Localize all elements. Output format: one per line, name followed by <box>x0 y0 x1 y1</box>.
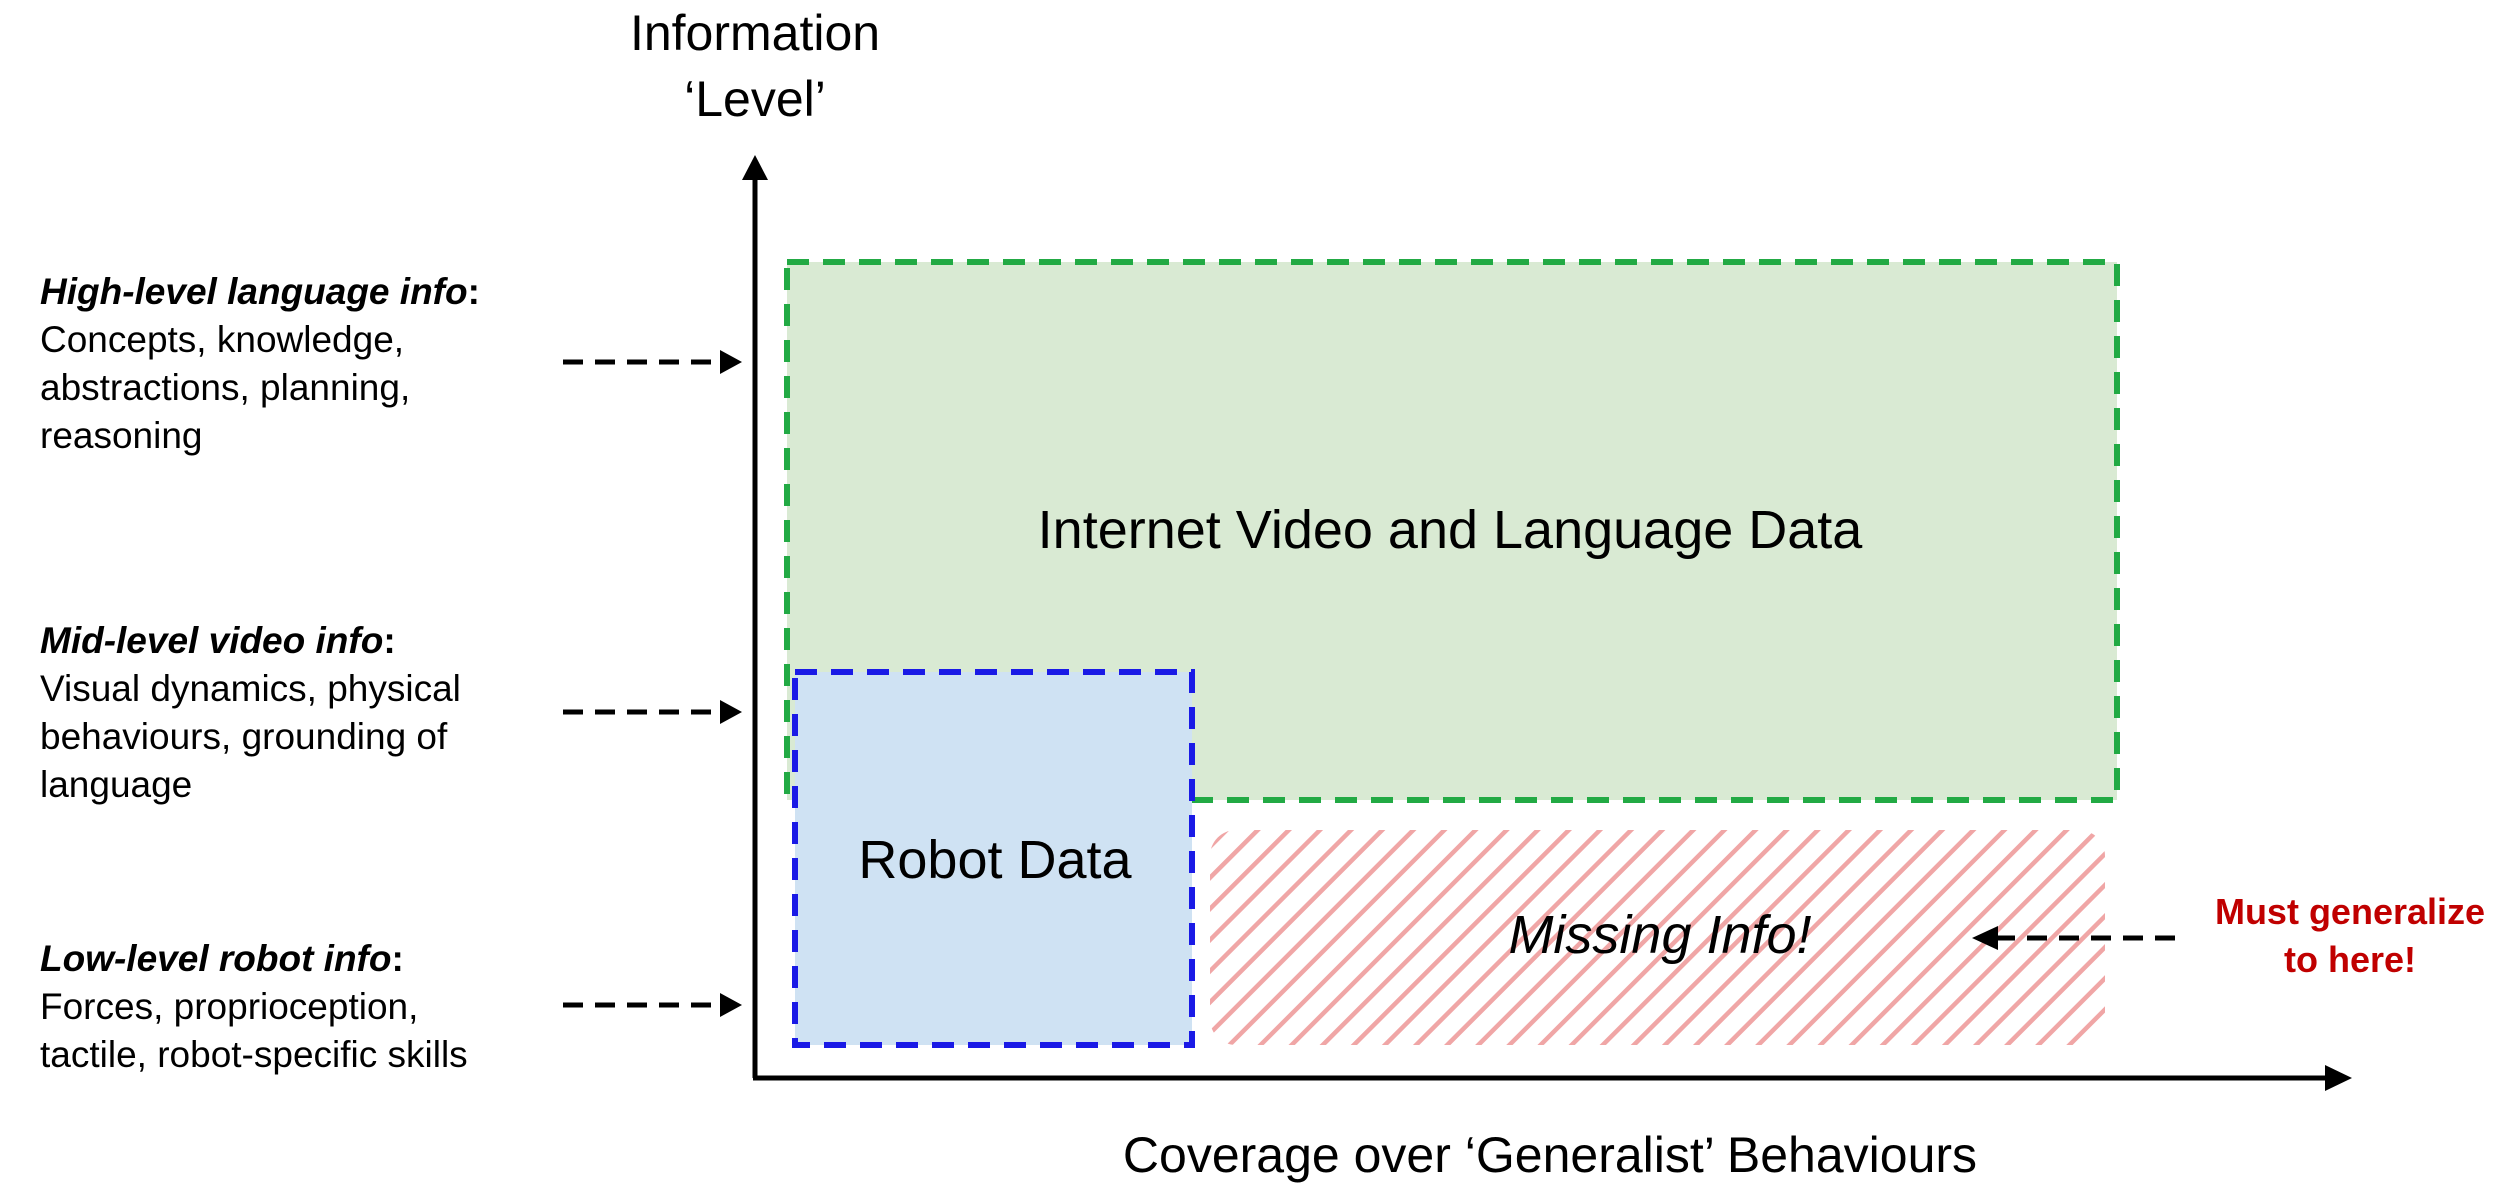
high-level-heading: High-level language info <box>40 271 468 312</box>
mid-level-line: behaviours, grounding of <box>40 716 448 757</box>
mid-level-heading: Mid-level video info <box>40 620 384 661</box>
y-axis-arrowhead <box>742 155 768 180</box>
missing-info-region <box>1210 830 2105 1045</box>
y-axis-title: Information ‘Level’ <box>555 0 955 132</box>
low-level-description: Low-level robot info: Forces, propriocep… <box>40 935 560 1079</box>
mid-level-line: language <box>40 764 193 805</box>
generalize-callout-line2: to here! <box>2283 939 2416 980</box>
missing-info-label: Missing Info! <box>1508 905 1812 965</box>
high-level-line: Concepts, knowledge, <box>40 319 405 360</box>
y-axis-title-line2: ‘Level’ <box>684 71 826 127</box>
mid-level-colon: : <box>383 620 396 661</box>
low-level-colon: : <box>391 938 404 979</box>
high-level-description: High-level language info: Concepts, know… <box>40 268 560 460</box>
internet-data-label: Internet Video and Language Data <box>1037 500 1863 560</box>
callout-arrowhead <box>1972 926 1998 950</box>
high-level-colon: : <box>467 271 480 312</box>
robot-data-label: Robot Data <box>858 830 1132 890</box>
low-level-line: tactile, robot-specific skills <box>40 1034 468 1075</box>
x-axis-title: Coverage over ‘Generalist’ Behaviours <box>1122 1127 1978 1183</box>
mid-level-line: Visual dynamics, physical <box>40 668 461 709</box>
x-axis-arrowhead <box>2325 1065 2352 1091</box>
low-level-arrowhead <box>720 993 742 1017</box>
high-level-line: reasoning <box>40 415 203 456</box>
y-axis-title-line1: Information <box>629 5 881 61</box>
low-level-heading: Low-level robot info <box>40 938 392 979</box>
high-level-arrowhead <box>720 350 742 374</box>
mid-level-description: Mid-level video info: Visual dynamics, p… <box>40 617 560 809</box>
generalize-callout-line1: Must generalize <box>2214 891 2486 932</box>
mid-level-arrowhead <box>720 700 742 724</box>
generalize-callout: Must generalize to here! <box>2180 888 2500 984</box>
low-level-line: Forces, proprioception, <box>40 986 419 1027</box>
robot-data-region <box>792 669 1195 1048</box>
high-level-line: abstractions, planning, <box>40 367 411 408</box>
